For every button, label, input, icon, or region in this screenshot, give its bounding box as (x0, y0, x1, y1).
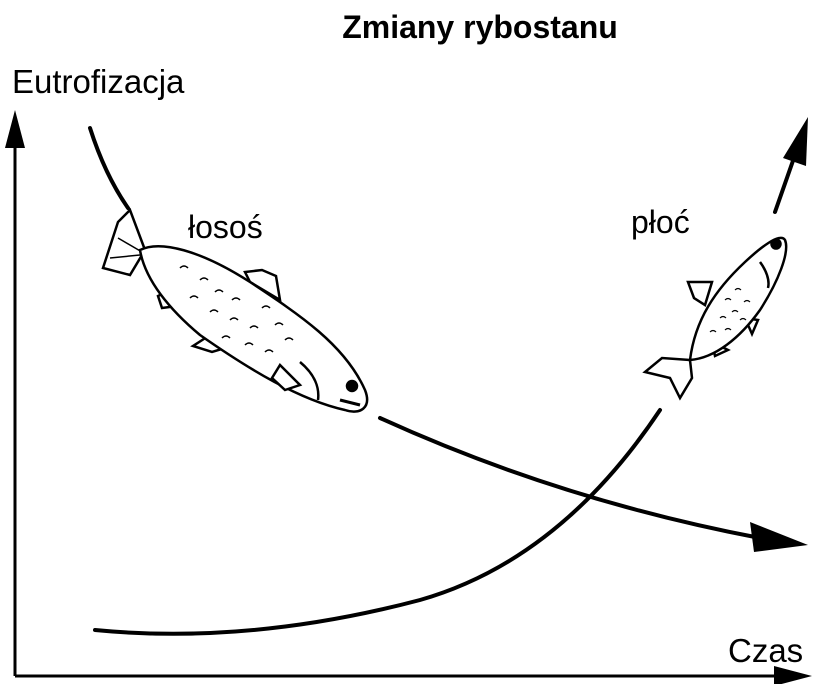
y-axis-label: Eutrofizacja (12, 63, 185, 100)
x-axis-label: Czas (728, 632, 803, 669)
x-axis (15, 666, 812, 684)
salmon-label: łosoś (188, 209, 263, 245)
roach-curve (95, 117, 808, 634)
roach-label: płoć (631, 204, 690, 240)
roach-icon (645, 238, 786, 398)
y-axis (5, 110, 25, 676)
diagram-title: Zmiany rybostanu (342, 9, 618, 45)
